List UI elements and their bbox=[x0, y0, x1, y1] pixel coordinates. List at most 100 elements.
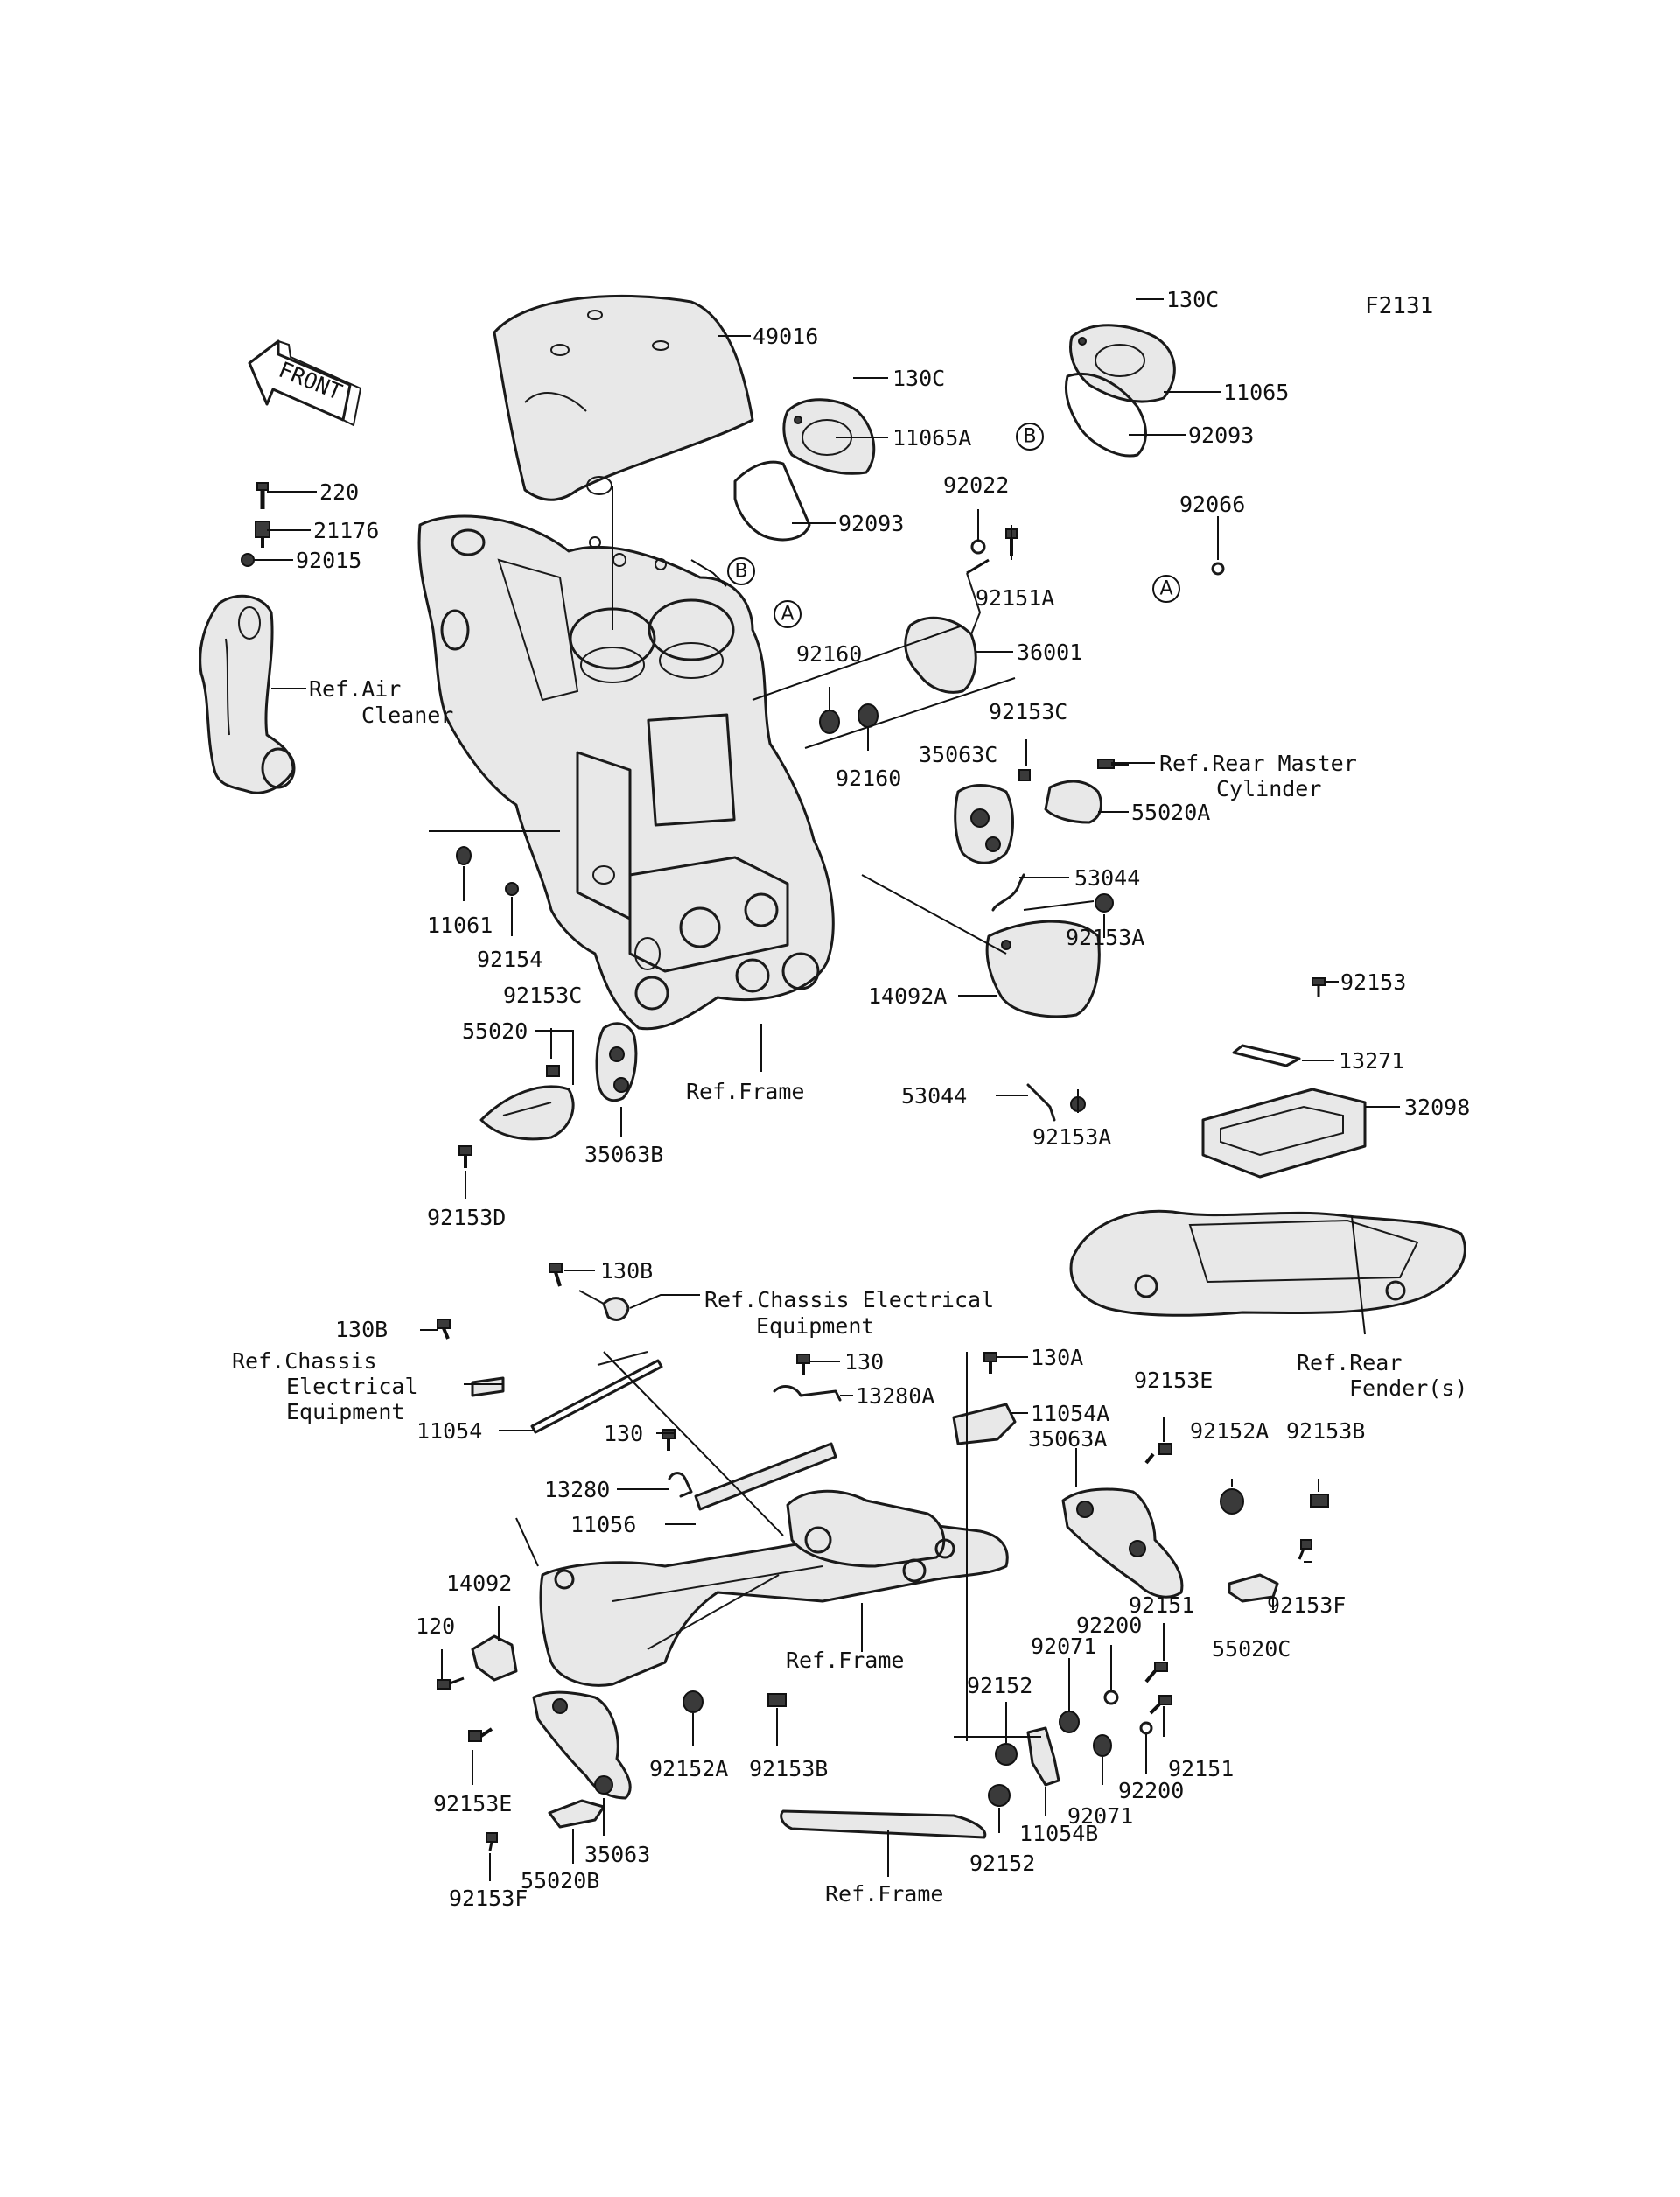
label-ref-rear-master-2: Cylinder bbox=[1216, 776, 1321, 801]
part-92152a-spacer-a bbox=[1220, 1488, 1244, 1515]
label-92151-a: 92151 bbox=[1129, 1592, 1194, 1618]
label-92153c-a: 92153C bbox=[989, 699, 1068, 724]
label-13280a: 13280A bbox=[856, 1383, 934, 1409]
label-92153a-a: 92153A bbox=[1066, 925, 1144, 950]
label-ref-chassis-2b: Electrical bbox=[286, 1374, 418, 1399]
part-14092-cover bbox=[471, 1634, 518, 1682]
chassis-electrical-clip-a bbox=[578, 1290, 630, 1321]
part-55020b-guard bbox=[548, 1799, 606, 1829]
part-11065-cap bbox=[1069, 324, 1176, 403]
part-120-screw bbox=[437, 1676, 465, 1690]
part-32098-tray bbox=[1201, 1088, 1367, 1179]
label-92153b-a: 92153B bbox=[1286, 1418, 1365, 1444]
marker-b-right: B bbox=[1016, 423, 1044, 451]
part-92151-bolt-a bbox=[1144, 1662, 1168, 1683]
label-11061: 11061 bbox=[427, 913, 493, 938]
label-21176: 21176 bbox=[313, 518, 379, 543]
rear-subframe bbox=[539, 1489, 1009, 1687]
label-ref-chassis-2c: Equipment bbox=[286, 1399, 404, 1424]
part-130b-bolt-a bbox=[549, 1263, 563, 1287]
label-55020b: 55020B bbox=[521, 1868, 599, 1893]
label-92160-a: 92160 bbox=[796, 641, 862, 667]
label-14092a: 14092A bbox=[868, 983, 947, 1009]
svg-text:B: B bbox=[1023, 426, 1036, 448]
label-32098: 32098 bbox=[1404, 1095, 1470, 1120]
part-92152-spacer-a bbox=[995, 1743, 1018, 1766]
part-92071-bushing-b bbox=[1093, 1734, 1112, 1757]
part-13280a-bracket bbox=[773, 1385, 842, 1402]
part-92093-gasket-a bbox=[733, 460, 811, 542]
label-53044-a: 53044 bbox=[1074, 865, 1140, 891]
part-92022-washer bbox=[970, 539, 986, 555]
part-11054b-bracket bbox=[1026, 1726, 1060, 1787]
label-130b-a: 130B bbox=[600, 1258, 653, 1284]
part-21176-sensor bbox=[255, 521, 270, 548]
label-92200-a: 92200 bbox=[1076, 1613, 1142, 1638]
leader-lines bbox=[254, 298, 1400, 1881]
label-35063c: 35063C bbox=[919, 742, 998, 767]
label-130a: 130A bbox=[1031, 1345, 1083, 1370]
part-130b-bolt-b bbox=[437, 1319, 451, 1340]
label-92154: 92154 bbox=[477, 947, 542, 972]
part-11056-rail bbox=[694, 1442, 837, 1511]
label-11056: 11056 bbox=[570, 1512, 636, 1537]
part-92152a-spacer-b bbox=[682, 1690, 704, 1713]
part-13271-strap bbox=[1232, 1044, 1301, 1067]
part-92153e-bolt-b bbox=[468, 1727, 494, 1742]
label-11054: 11054 bbox=[416, 1418, 482, 1444]
part-92015-grommet bbox=[241, 553, 255, 567]
part-35063a-bracket bbox=[1061, 1487, 1184, 1599]
label-92153e-a: 92153E bbox=[1134, 1368, 1213, 1393]
label-35063a: 35063A bbox=[1028, 1426, 1107, 1452]
label-92153b-b: 92153B bbox=[749, 1756, 828, 1781]
label-53044-b: 53044 bbox=[901, 1083, 967, 1109]
label-92153a-b: 92153A bbox=[1032, 1124, 1111, 1150]
label-ref-frame-2: Ref.Frame bbox=[786, 1648, 904, 1673]
part-55020a-guard bbox=[1044, 759, 1129, 824]
front-badge-text: FRONT bbox=[275, 357, 346, 405]
main-frame-front bbox=[417, 514, 835, 1031]
marker-a-right: A bbox=[1152, 575, 1180, 603]
part-35063-bracket bbox=[532, 1690, 632, 1800]
label-92153: 92153 bbox=[1340, 969, 1406, 995]
label-92151-b: 92151 bbox=[1168, 1756, 1234, 1781]
marker-b-frame: B bbox=[727, 557, 755, 585]
label-35063b: 35063B bbox=[584, 1142, 663, 1167]
label-92152a-a: 92152A bbox=[1190, 1418, 1269, 1444]
label-92200-b: 92200 bbox=[1118, 1778, 1184, 1803]
marker-a-frame: A bbox=[774, 600, 802, 628]
label-ref-rear-fender-1: Ref.Rear bbox=[1297, 1350, 1402, 1375]
part-92071-bushing-a bbox=[1059, 1711, 1080, 1733]
lower-frame-rail bbox=[780, 1809, 987, 1839]
label-130c-b: 130C bbox=[1166, 287, 1219, 312]
part-35063c-bracket bbox=[954, 769, 1031, 864]
label-220: 220 bbox=[319, 479, 359, 505]
part-92153b-bolt-b bbox=[767, 1693, 787, 1707]
part-92153a-bolt-a bbox=[1095, 893, 1114, 913]
label-36001: 36001 bbox=[1017, 640, 1082, 665]
label-92022: 92022 bbox=[943, 472, 1009, 498]
label-11065a: 11065A bbox=[892, 425, 971, 451]
chassis-electrical-clip-b bbox=[471, 1376, 505, 1397]
label-ref-rear-master-1: Ref.Rear Master bbox=[1159, 751, 1357, 776]
part-92153e-bolt-a bbox=[1144, 1443, 1172, 1465]
label-92093-b: 92093 bbox=[1188, 423, 1254, 448]
label-55020a: 55020A bbox=[1131, 800, 1210, 825]
label-ref-air-1: Ref.Air bbox=[309, 676, 401, 702]
rear-fender-assembly bbox=[1069, 1209, 1466, 1317]
part-11054a-bracket bbox=[952, 1403, 1017, 1445]
svg-text:A: A bbox=[1159, 578, 1172, 600]
label-92066: 92066 bbox=[1180, 492, 1245, 517]
label-130-b: 130 bbox=[604, 1421, 643, 1446]
diagram-code: F2131 bbox=[1365, 293, 1433, 319]
label-ref-frame-1: Ref.Frame bbox=[686, 1079, 804, 1104]
part-92153f-bolt-a bbox=[1298, 1539, 1312, 1560]
part-92160-grommets bbox=[819, 703, 878, 734]
label-92152-b: 92152 bbox=[970, 1851, 1035, 1876]
part-92152-spacer-b bbox=[988, 1784, 1011, 1807]
part-92200-washer-a bbox=[1103, 1690, 1119, 1705]
label-92152-a: 92152 bbox=[967, 1673, 1032, 1698]
part-53044-clip-b bbox=[1026, 1083, 1056, 1122]
label-92160-b: 92160 bbox=[836, 766, 901, 791]
part-labels: 49016 130C 11065A 92093 130C 11065 92093… bbox=[232, 287, 1470, 1911]
